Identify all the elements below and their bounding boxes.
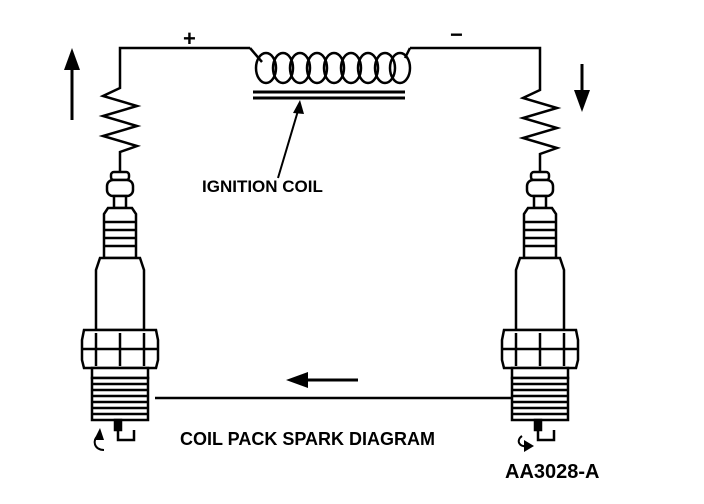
right-plug-terminal-nut [525, 178, 555, 198]
right-spark-arrow-icon [517, 435, 534, 452]
coil-lead-left [249, 47, 263, 63]
left-plug-terminal-nut [105, 178, 135, 198]
right-resistor [518, 84, 562, 172]
negative-terminal-label: − [450, 22, 463, 47]
diagram-title: COIL PACK SPARK DIAGRAM [180, 429, 435, 449]
right-plug-terminal-stem [532, 194, 548, 210]
right-plug-insulator-ribs [522, 206, 558, 260]
top-left-wire [118, 46, 250, 80]
arrow-down-icon [574, 64, 590, 112]
left-plug-insulator-body [94, 256, 146, 332]
coil-windings [254, 51, 412, 85]
coil-leader-arrowhead [293, 100, 304, 114]
left-plug-insulator-ribs [102, 206, 138, 260]
right-plug-gasket [510, 366, 570, 380]
left-spark-arrow-icon [93, 428, 105, 451]
positive-terminal-label: + [183, 26, 196, 51]
left-plug-gasket [90, 366, 150, 380]
right-spark-plug [500, 170, 580, 442]
arrow-up-icon [64, 48, 80, 120]
coil-label-leader [277, 103, 301, 179]
ignition-coil [249, 47, 412, 100]
coil-lead-right [403, 47, 412, 59]
right-plug-insulator-body [514, 256, 566, 332]
left-plug-terminal-stem [112, 194, 128, 210]
top-right-wire [410, 46, 542, 84]
left-resistor [98, 80, 142, 172]
ignition-coil-label: IGNITION COIL [202, 177, 323, 196]
circuit-wires [118, 46, 542, 400]
arrow-left-icon [286, 372, 358, 388]
left-spark-plug [80, 170, 160, 442]
figure-id: AA3028-A [505, 461, 599, 483]
